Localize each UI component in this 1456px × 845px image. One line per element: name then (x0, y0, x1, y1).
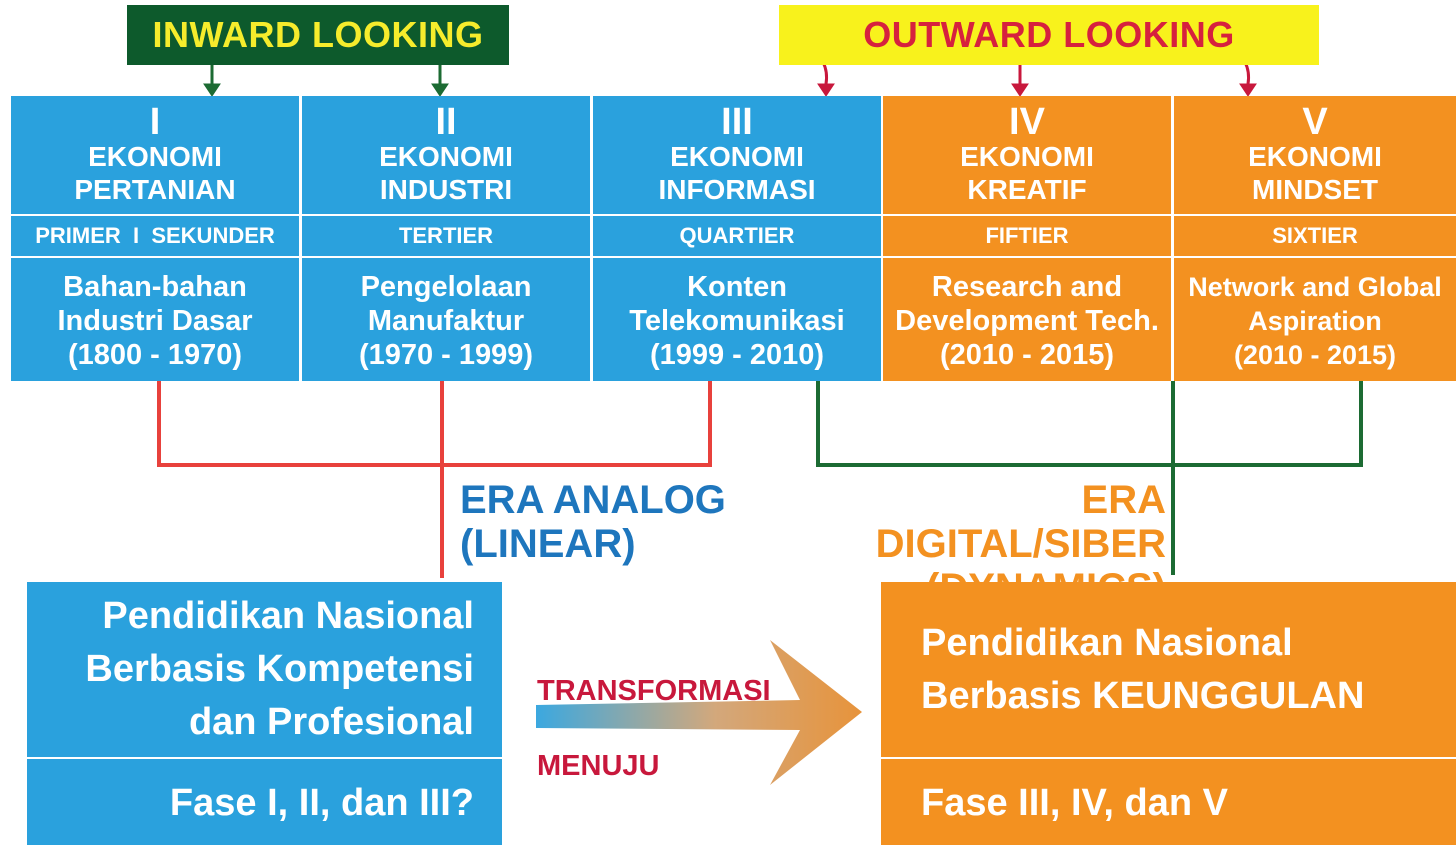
phase-numeral: II (435, 100, 457, 143)
phase-desc-line2: Telekomunikasi (629, 305, 845, 337)
phase-years: (2010 - 2015) (939, 339, 1115, 371)
box-left-phase: Fase I, II, dan III? (169, 781, 474, 824)
outward-arrows (817, 61, 1257, 97)
phase-column-3: III EKONOMI INFORMASI QUARTIER Konten Te… (593, 96, 881, 381)
phase-years: (1970 - 1999) (358, 339, 534, 371)
phase-title-line1: EKONOMI (88, 140, 222, 172)
phase-numeral: V (1302, 100, 1328, 143)
transformasi-label: TRANSFORMASI (537, 675, 771, 707)
outward-looking-header: OUTWARD LOOKING (779, 5, 1319, 65)
inward-looking-header: INWARD LOOKING (127, 5, 509, 65)
phase-sector: PRIMER I SEKUNDER (11, 214, 299, 258)
education-box-competence: Pendidikan Nasional Berbasis Kompetensi … (27, 582, 502, 845)
phase-years: (1999 - 2010) (649, 339, 825, 371)
phase-title-line1: EKONOMI (670, 140, 804, 172)
era-analog-line1: ERA ANALOG (460, 478, 726, 522)
phase-column-1: I EKONOMI PERTANIAN PRIMER I SEKUNDER Ba… (11, 96, 299, 381)
box-left-line1: Pendidikan Nasional (102, 595, 474, 637)
phase-title-line1: EKONOMI (379, 140, 513, 172)
phase-desc-line2: Development Tech. (895, 305, 1159, 337)
menuju-label: MENUJU (537, 750, 660, 782)
phase-desc-line2: Industri Dasar (57, 305, 253, 337)
phase-years: (2010 - 2015) (1233, 340, 1397, 370)
phase-sector: SIXTIER (1174, 214, 1456, 258)
phase-desc-line2: Aspiration (1248, 306, 1382, 336)
phase-column-4: IV EKONOMI KREATIF FIFTIER Research and … (883, 96, 1171, 381)
phase-sector: FIFTIER (883, 214, 1171, 258)
phase-column-2: II EKONOMI INDUSTRI TERTIER Pengelolaan … (302, 96, 590, 381)
phase-years: (1800 - 1970) (67, 339, 243, 371)
phase-numeral: I (149, 100, 161, 143)
phase-title-line1: EKONOMI (1248, 140, 1382, 172)
box-right-phase: Fase III, IV, dan V (921, 781, 1228, 824)
phase-title-line2: INFORMASI (658, 173, 816, 205)
phase-sector: TERTIER (302, 214, 590, 258)
era-digital-line1: ERA DIGITAL/SIBER (875, 478, 1166, 566)
phase-title-line1: EKONOMI (960, 140, 1094, 172)
phase-desc-line1: Network and Global (1188, 272, 1442, 302)
phase-numeral: IV (1009, 100, 1045, 143)
box-left-line3: dan Profesional (188, 701, 474, 743)
phase-desc-line1: Bahan-bahan (63, 271, 247, 303)
box-left-line2: Berbasis Kompetensi (85, 648, 474, 690)
phase-sector: QUARTIER (593, 214, 881, 258)
era-analog-label: ERA ANALOG (LINEAR) (460, 478, 726, 566)
era-analog-line2: (LINEAR) (460, 522, 636, 566)
phase-title-line2: KREATIF (967, 173, 1087, 205)
phase-desc-line1: Research and (931, 271, 1123, 303)
phase-title-line2: INDUSTRI (379, 173, 513, 205)
phase-desc-line1: Pengelolaan (360, 271, 532, 303)
inward-arrows (203, 65, 449, 97)
box-right-line1: Pendidikan Nasional (921, 621, 1293, 664)
phase-title-line2: PERTANIAN (74, 173, 236, 205)
box-right-line2: Berbasis KEUNGGULAN (921, 674, 1365, 717)
phase-numeral: III (721, 100, 753, 143)
phase-desc-line1: Konten (687, 271, 787, 303)
phase-desc-line2: Manufaktur (367, 305, 525, 337)
phase-title-line2: MINDSET (1252, 173, 1378, 205)
education-box-excellence: Pendidikan Nasional Berbasis KEUNGGULAN … (881, 582, 1456, 845)
phase-column-5: V EKONOMI MINDSET SIXTIER Network and Gl… (1174, 96, 1456, 381)
